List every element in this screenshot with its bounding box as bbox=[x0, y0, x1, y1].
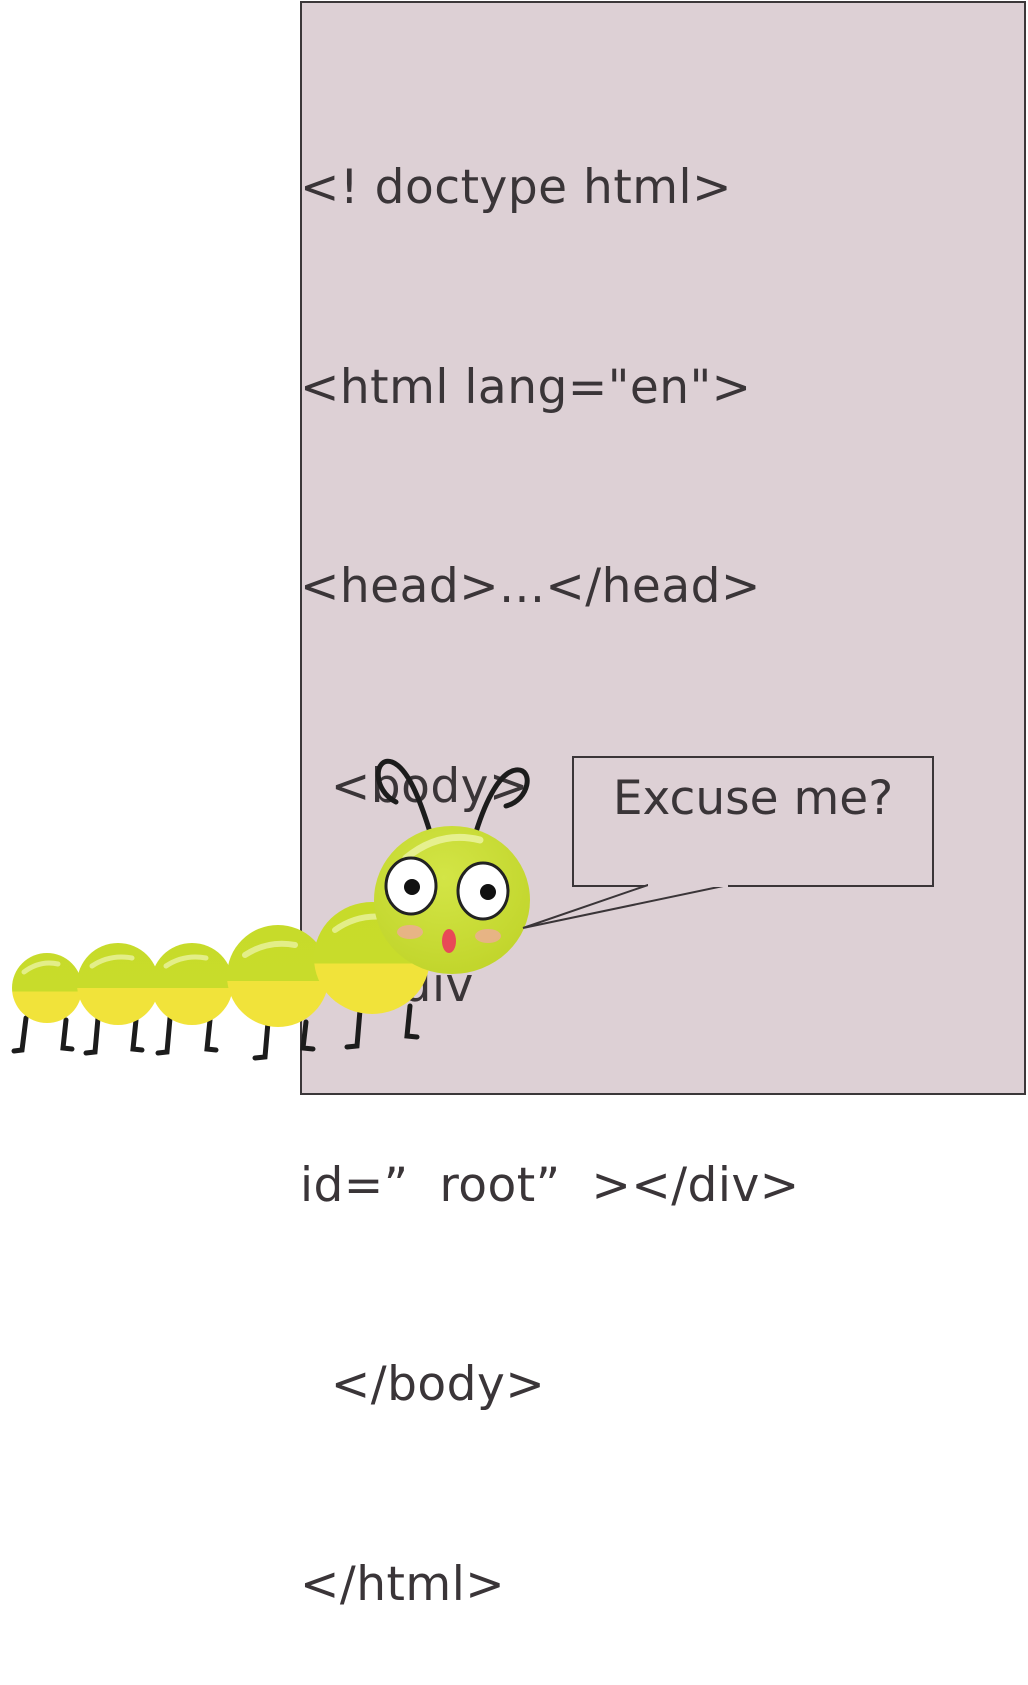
code-line: <html lang="en"> bbox=[300, 359, 752, 415]
body-segment bbox=[151, 943, 233, 1025]
code-line: <div bbox=[300, 958, 474, 1013]
speech-text: Excuse me? bbox=[612, 771, 894, 826]
body-segment bbox=[12, 953, 82, 1023]
body-segment bbox=[77, 943, 159, 1025]
leg bbox=[252, 1019, 271, 1061]
leg bbox=[60, 1017, 75, 1052]
code-line: </body> bbox=[300, 1357, 546, 1412]
leg bbox=[130, 1017, 145, 1053]
leg bbox=[83, 1015, 101, 1056]
code-line: <! doctype html> bbox=[300, 160, 732, 215]
leg bbox=[11, 1015, 29, 1054]
code-line: id=” root” ></div> bbox=[300, 1157, 800, 1213]
code-line: </html> bbox=[300, 1556, 506, 1612]
leg bbox=[155, 1015, 173, 1056]
code-line: <head>...</head> bbox=[300, 559, 761, 614]
leg bbox=[204, 1017, 219, 1053]
speech-bubble bbox=[572, 756, 934, 887]
